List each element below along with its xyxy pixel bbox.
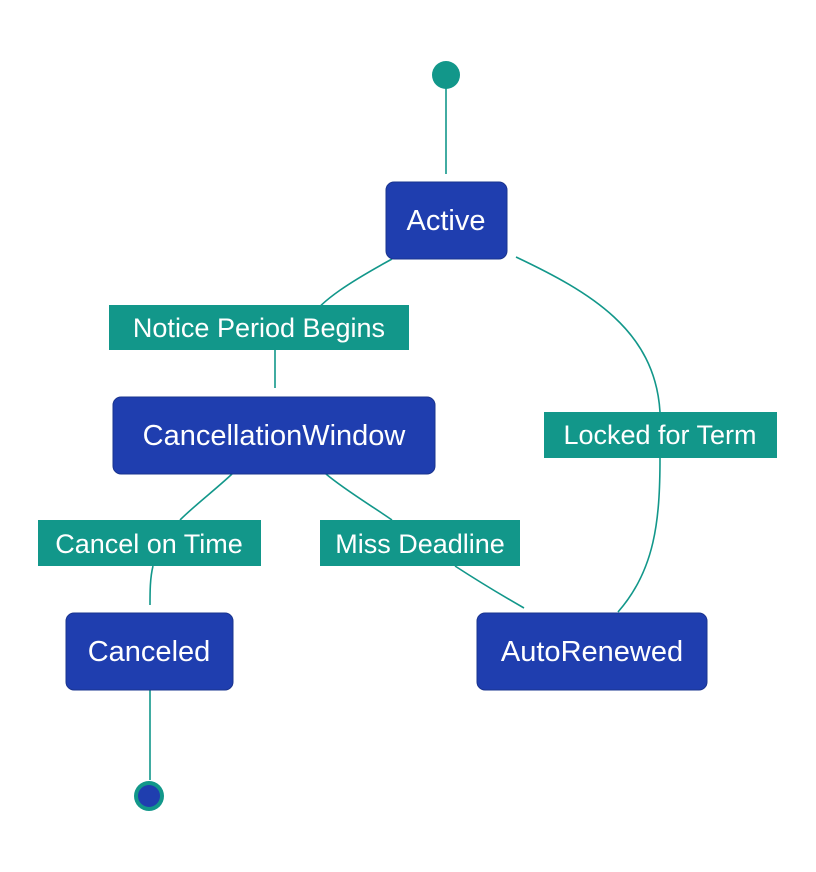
transition-label-text: Notice Period Begins (133, 313, 385, 343)
edge-active-to-auto-renewed (515, 256, 661, 613)
transition-label-notice-period-begins: Notice Period Begins (109, 305, 409, 350)
transition-label-locked-for-term: Locked for Term (544, 412, 777, 458)
edges (149, 88, 661, 780)
start-node (432, 61, 460, 89)
transition-label-miss-deadline: Miss Deadline (320, 520, 520, 566)
state-label: Canceled (88, 636, 211, 668)
state-cancellation-window: CancellationWindow (112, 396, 436, 475)
edge-cancellation-window-to-auto-renewed (325, 473, 525, 609)
state-label: Active (407, 205, 486, 237)
transition-label-text: Miss Deadline (335, 529, 505, 559)
state-label: AutoRenewed (501, 636, 683, 668)
end-node (134, 781, 164, 811)
transition-label-cancel-on-time: Cancel on Time (38, 520, 261, 566)
transition-label-text: Locked for Term (563, 420, 756, 450)
transition-label-text: Cancel on Time (55, 529, 243, 559)
edge-cancellation-window-to-canceled (149, 473, 233, 606)
state-canceled: Canceled (65, 612, 234, 691)
state-auto-renewed: AutoRenewed (476, 612, 708, 691)
state-active: Active (385, 181, 508, 260)
state-label: CancellationWindow (143, 420, 407, 452)
